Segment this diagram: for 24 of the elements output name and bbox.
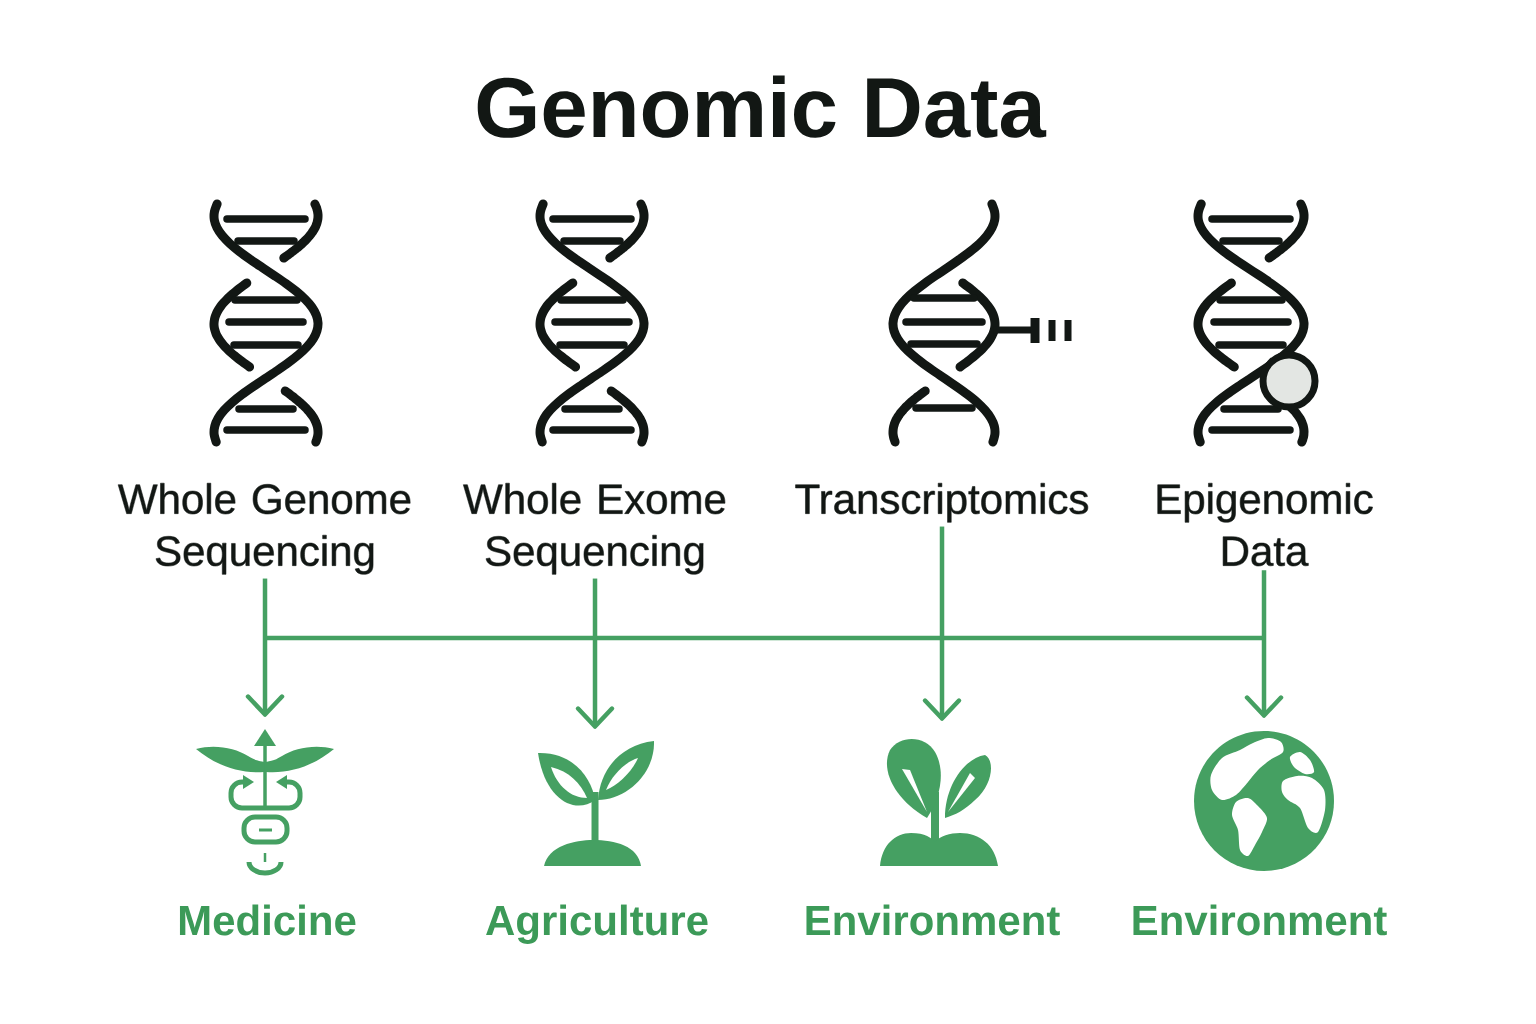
connector-line (592, 578, 598, 638)
category-label: Whole Exome Sequencing (463, 482, 726, 575)
connector-line (265, 635, 595, 641)
sprout-icon (880, 739, 998, 866)
icon-caption: Medicine (179, 904, 356, 936)
icon-caption: Agriculture (486, 904, 708, 944)
connector-line (595, 635, 942, 641)
connector-line (262, 578, 268, 638)
title: Genomic Data (477, 75, 1047, 138)
category-label: Transcriptomics (795, 483, 1088, 523)
caduceus-icon (196, 729, 334, 876)
sprout-icon (538, 741, 654, 866)
arrow (575, 638, 615, 729)
connector-line (942, 635, 1264, 641)
connector-line (1261, 570, 1267, 638)
globe-icon (1194, 731, 1334, 871)
arrow (245, 638, 285, 717)
connector-line (939, 526, 945, 638)
category-label: Whole Genome Sequencing (117, 482, 411, 575)
icon-caption: Environment (806, 904, 1060, 936)
arrow (922, 638, 962, 721)
category-label: Epigenomic Data (1157, 482, 1373, 567)
arrow (1244, 638, 1284, 718)
icon-caption: Environment (1133, 904, 1387, 936)
